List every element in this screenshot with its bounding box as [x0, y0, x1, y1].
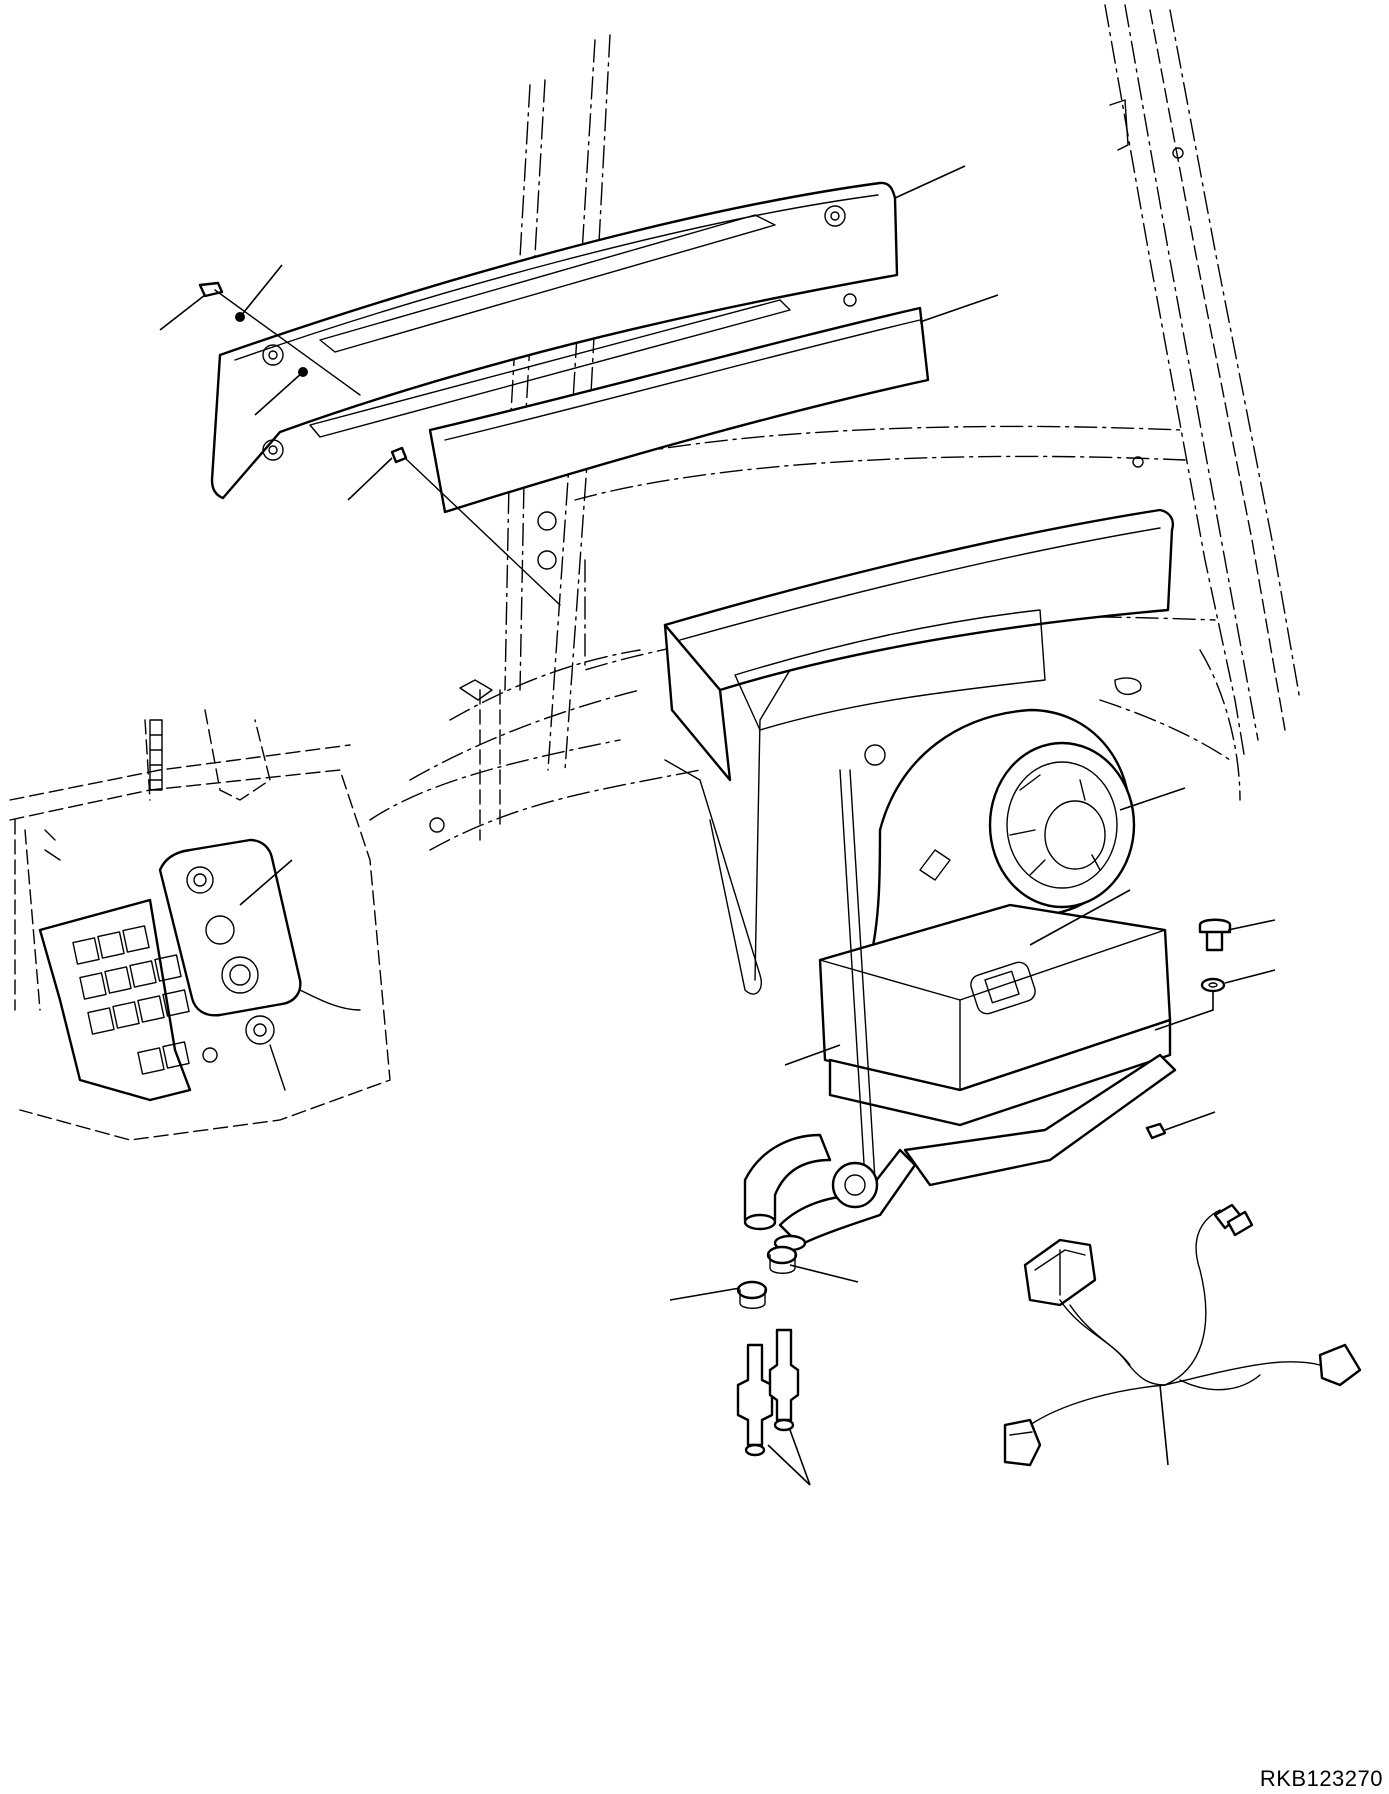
vent-louvre-unit [663, 508, 1174, 782]
hoses-and-valve [743, 1133, 917, 1252]
drawing-code-label: RKB123270 [1259, 1766, 1383, 1791]
right-bolts [1145, 918, 1232, 1140]
left-control-panel [9, 709, 391, 1141]
wiring-harness [1003, 1203, 1362, 1467]
leader-lines [159, 165, 1276, 1486]
air-duct [428, 306, 930, 514]
upper-trim-panel [210, 181, 899, 500]
lower-clamps-pipes [736, 1245, 800, 1457]
control-rods [664, 669, 876, 1181]
switch-grid [72, 925, 190, 1075]
blower-heater-unit [818, 708, 1177, 1187]
